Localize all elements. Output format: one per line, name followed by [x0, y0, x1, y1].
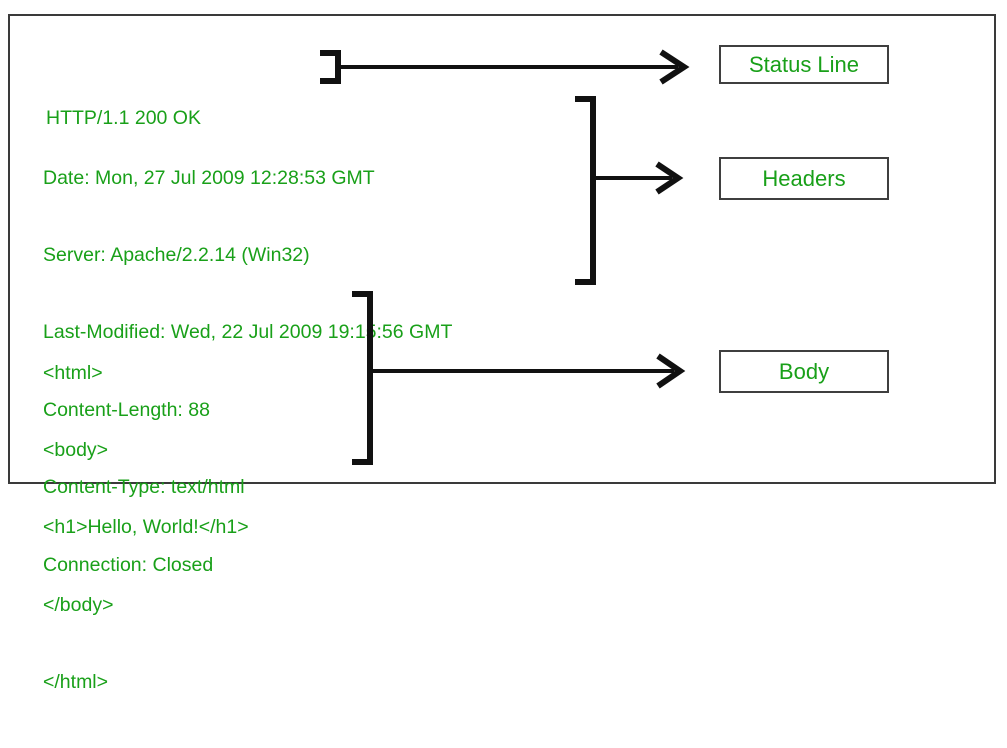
- body-line: </html>: [43, 671, 109, 694]
- label-box-body: Body: [719, 350, 889, 393]
- header-line: Server: Apache/2.2.14 (Win32): [43, 243, 310, 266]
- body-line: </body>: [43, 593, 114, 616]
- status-line-value: HTTP/1.1 200 OK: [46, 106, 201, 129]
- header-line: Last-Modified: Wed, 22 Jul 2009 19:15:56…: [43, 321, 453, 344]
- body-line: <body>: [43, 438, 109, 461]
- label-box-body-text: Body: [778, 358, 830, 384]
- header-line: Content-Length: 88: [43, 398, 210, 421]
- label-box-headers: Headers: [719, 157, 889, 200]
- label-box-status-line: Status Line: [719, 45, 889, 84]
- body-line: <h1>Hello, World!</h1>: [43, 516, 249, 539]
- diagram-outer-frame: [8, 14, 996, 484]
- header-line: Content-Type: text/html: [43, 476, 245, 499]
- body-text-block: <html> <body> <h1>Hello, World!</h1> </b…: [43, 309, 249, 748]
- label-box-status-line-text: Status Line: [748, 51, 860, 77]
- body-line: <html>: [43, 361, 103, 384]
- status-line-text: HTTP/1.1 200 OK: [46, 54, 201, 183]
- http-response-diagram: HTTP/1.1 200 OK Date: Mon, 27 Jul 2009 1…: [8, 14, 996, 694]
- label-box-headers-text: Headers: [762, 165, 846, 191]
- header-line: Date: Mon, 27 Jul 2009 12:28:53 GMT: [43, 166, 375, 189]
